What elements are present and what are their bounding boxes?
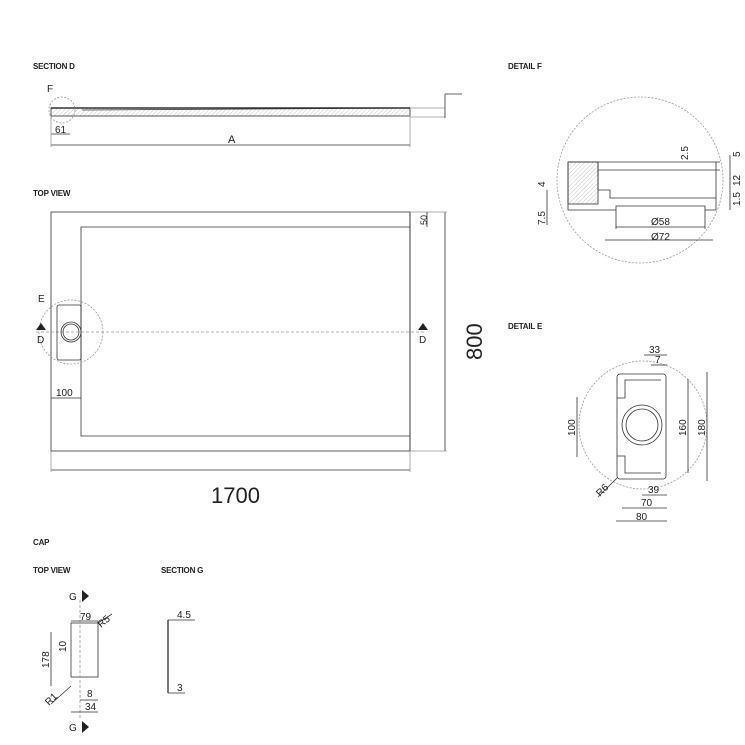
dim-100: 100 bbox=[56, 388, 73, 399]
cap-title: CAP bbox=[33, 538, 50, 547]
dim-diam-58: Ø58 bbox=[651, 217, 670, 228]
dim-7-5: 7.5 bbox=[537, 211, 548, 225]
detail-f-title: DETAIL F bbox=[508, 62, 542, 71]
dim-33: 33 bbox=[649, 345, 661, 356]
dim-a: A bbox=[228, 134, 236, 146]
detail-e-title: DETAIL E bbox=[508, 322, 543, 331]
dim-160: 160 bbox=[678, 419, 689, 436]
dim-1-5: 1.5 bbox=[732, 192, 743, 206]
dim-3: 3 bbox=[177, 683, 183, 694]
dim-61: 61 bbox=[55, 125, 67, 136]
dim-50: 50 bbox=[419, 215, 429, 225]
top-view-title: TOP VIEW bbox=[33, 189, 71, 198]
dim-178: 178 bbox=[41, 651, 52, 668]
dim-39: 39 bbox=[648, 485, 660, 496]
dim-4: 4 bbox=[537, 181, 548, 187]
section-g-title: SECTION G bbox=[161, 566, 204, 575]
dim-r5: R5 bbox=[96, 613, 113, 630]
dim-7: 7 bbox=[655, 355, 661, 366]
dim-r1: R1 bbox=[43, 691, 60, 708]
dim-diam-72: Ø72 bbox=[651, 232, 670, 243]
section-d-title: SECTION D bbox=[33, 62, 75, 71]
section-mark-g-top: G bbox=[69, 592, 77, 603]
dim-79: 79 bbox=[80, 612, 92, 623]
dim-800: 800 bbox=[462, 323, 487, 360]
section-mark-d-left: D bbox=[37, 335, 44, 346]
section-d-drawing bbox=[48, 93, 462, 147]
cap-top-view-title: TOP VIEW bbox=[33, 566, 71, 575]
detail-f-drawing bbox=[546, 96, 731, 264]
section-mark-g-bottom: G bbox=[69, 723, 77, 734]
dim-180: 180 bbox=[697, 419, 708, 436]
callout-e: E bbox=[38, 294, 45, 305]
dim-5: 5 bbox=[732, 151, 743, 157]
dim-8: 8 bbox=[87, 689, 93, 700]
dim-1700: 1700 bbox=[211, 483, 260, 508]
cap-drawing bbox=[50, 590, 195, 733]
dim-2-5: 2.5 bbox=[680, 146, 691, 160]
dim-4-5: 4.5 bbox=[177, 610, 191, 621]
dim-12: 12 bbox=[732, 174, 743, 186]
top-view-drawing bbox=[36, 211, 447, 472]
dim-r6: R6 bbox=[594, 482, 611, 499]
callout-f: F bbox=[47, 84, 53, 95]
dim-10: 10 bbox=[58, 640, 69, 652]
detail-e-drawing bbox=[576, 354, 708, 522]
dim-100-e: 100 bbox=[567, 419, 578, 436]
dim-70: 70 bbox=[641, 498, 653, 509]
section-mark-d-right: D bbox=[419, 335, 426, 346]
dim-80: 80 bbox=[636, 512, 648, 523]
dim-34: 34 bbox=[85, 702, 97, 713]
